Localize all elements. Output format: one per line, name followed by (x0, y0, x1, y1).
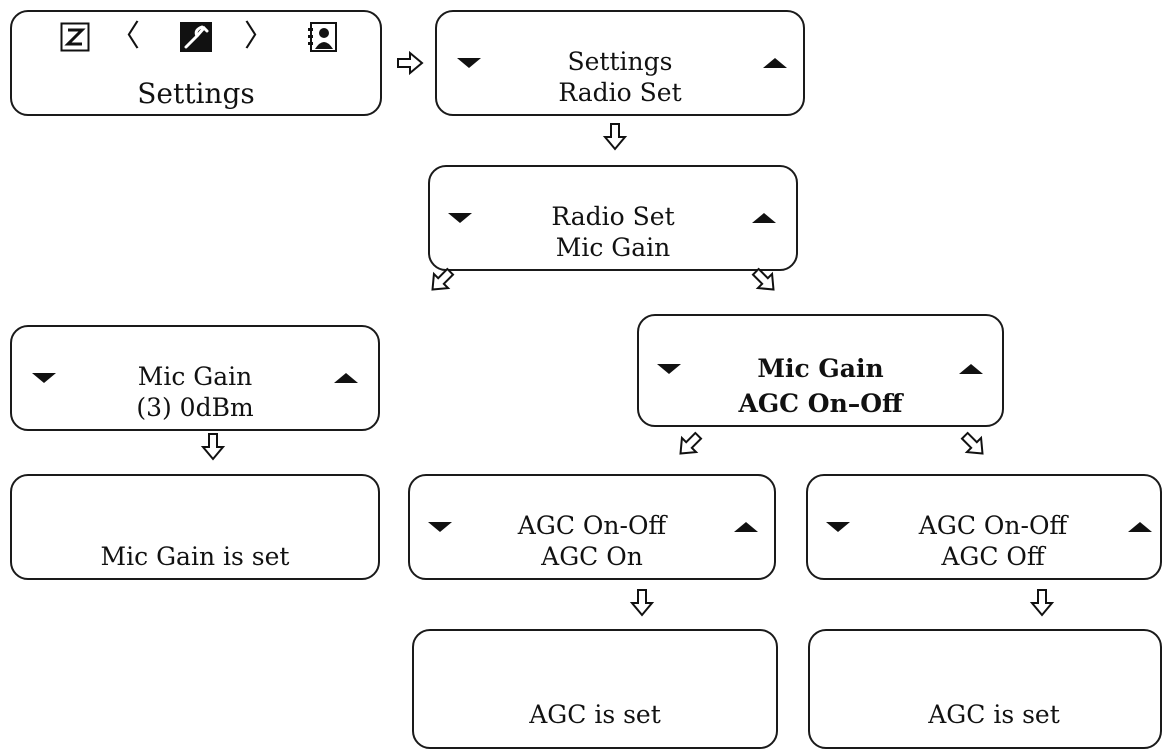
agc-on-set-line1: AGC is set (529, 700, 661, 729)
triangle-up-icon (959, 364, 983, 374)
hollow-arrow-down-left-icon (431, 267, 455, 291)
mic-gain-value-screen: Mic Gain (3) 0dBm (10, 325, 380, 431)
chevron-right-icon: 〉 (244, 19, 274, 54)
settings-screen-line2: Radio Set (558, 78, 682, 107)
radio-set-mic-gain-screen: Radio Set Mic Gain (428, 165, 798, 271)
wrench-settings-icon (180, 22, 212, 56)
agc-menu-screen-line2: AGC On–Off (738, 389, 903, 418)
triangle-up-icon (752, 213, 776, 223)
triangle-down-icon (657, 364, 681, 374)
mic-gain-agc-screen: Mic Gain AGC On–Off (637, 314, 1004, 427)
agc-off-screen-line2: AGC Off (941, 542, 1045, 571)
triangle-up-icon (1128, 522, 1152, 532)
home-settings-screen: 〈 〉 Settings (10, 10, 382, 116)
triangle-down-icon (826, 522, 850, 532)
chevron-left-icon: 〈 (110, 19, 140, 54)
agc-on-set-screen: AGC is set (412, 629, 778, 749)
hollow-arrow-down-right-icon (960, 431, 984, 455)
agc-off-set-screen: AGC is set (808, 629, 1162, 749)
mic-gain-set-line1: Mic Gain is set (100, 542, 290, 571)
contact-card-icon (308, 22, 338, 56)
home-screen-label: Settings (137, 77, 255, 110)
radio-set-screen-line1: Radio Set (551, 202, 675, 231)
agc-off-screen: AGC On-Off AGC Off (806, 474, 1162, 580)
triangle-down-icon (457, 58, 481, 68)
agc-off-set-line1: AGC is set (928, 700, 1060, 729)
triangle-up-icon (734, 522, 758, 532)
triangle-down-icon (428, 522, 452, 532)
hollow-arrow-down-icon (629, 589, 655, 617)
hollow-arrow-down-right-icon (751, 267, 775, 291)
triangle-down-icon (32, 373, 56, 383)
z-logo-icon (60, 22, 90, 56)
mic-gain-screen-line1: Mic Gain (137, 362, 253, 391)
mic-gain-set-screen: Mic Gain is set (10, 474, 380, 580)
hollow-arrow-down-icon (1029, 589, 1055, 617)
hollow-arrow-right-icon (397, 50, 424, 76)
hollow-arrow-down-icon (602, 123, 628, 151)
agc-on-screen: AGC On-Off AGC On (408, 474, 776, 580)
triangle-up-icon (763, 58, 787, 68)
agc-on-screen-line2: AGC On (541, 542, 643, 571)
settings-radio-set-screen: Settings Radio Set (435, 10, 805, 116)
agc-menu-screen-line1: Mic Gain (757, 354, 884, 383)
hollow-arrow-down-left-icon (679, 431, 703, 455)
agc-off-screen-line1: AGC On-Off (918, 511, 1068, 540)
hollow-arrow-down-icon (200, 433, 226, 461)
triangle-down-icon (448, 213, 472, 223)
settings-screen-line1: Settings (567, 47, 673, 76)
agc-on-screen-line1: AGC On-Off (517, 511, 667, 540)
triangle-up-icon (334, 373, 358, 383)
mic-gain-screen-line2: (3) 0dBm (136, 393, 254, 422)
radio-set-screen-line2: Mic Gain (555, 233, 671, 262)
